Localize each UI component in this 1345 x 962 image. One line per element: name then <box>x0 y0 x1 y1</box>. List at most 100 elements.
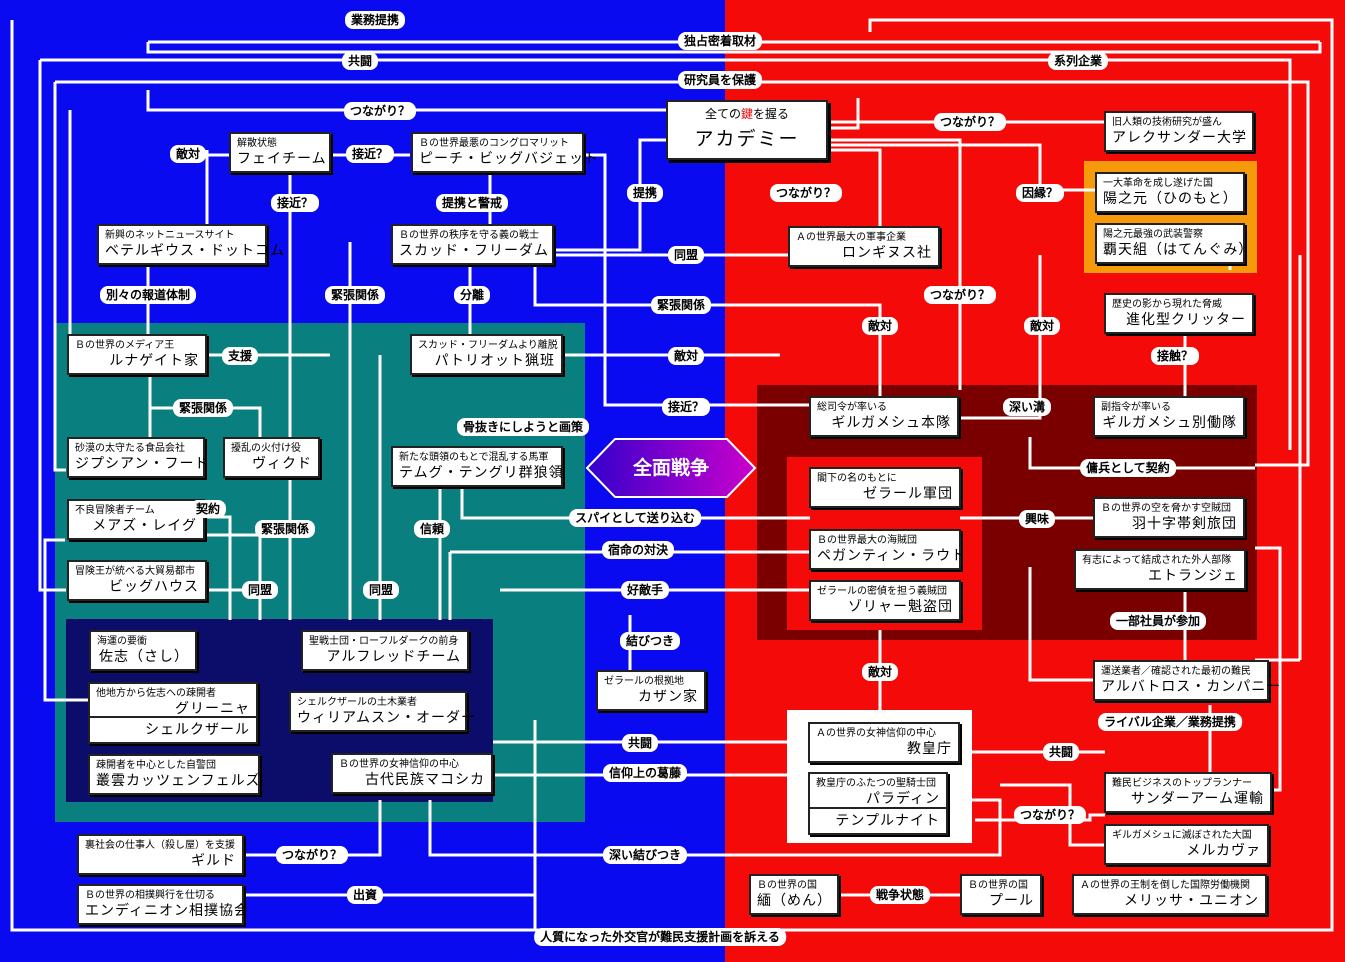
relation-label: 共闘 <box>341 52 379 70</box>
relation-label: つながり？ <box>769 184 843 202</box>
node-meaz[interactable]: 不良冒険者チームメアズ・レイグ <box>67 499 205 540</box>
node-hajuji[interactable]: Ｂの世界の空を脅かす空賊団羽十字帯剣旅団 <box>1093 497 1245 538</box>
node-description: Ｂの世界の相撲興行を仕切る <box>85 890 215 901</box>
node-name: メリッサ・ユニオン <box>1124 893 1259 909</box>
node-william[interactable]: シェルクザールの土木業者ウィリアムスン・オーダー <box>289 691 477 732</box>
relation-label: 出資 <box>346 886 384 904</box>
node-vicd[interactable]: 擾乱の火付け役ヴィクド <box>223 437 320 478</box>
node-description: Ｂの世界の女神信仰の中心 <box>339 759 459 770</box>
academy-description: 全ての鍵を握る <box>704 107 790 121</box>
node-name: ビッグハウス <box>109 579 199 595</box>
node-description: 聖戦士団・ローフルダークの前身 <box>309 636 459 647</box>
node-big[interactable]: 冒険王が統べる大貿易都市ビッグハウス <box>67 560 207 601</box>
node-name: 教皇庁 <box>907 741 952 757</box>
node-albatros[interactable]: 運送業者／確認された最初の難民アルバトロス・カンパニー <box>1093 660 1280 701</box>
node-description: ゼラールの根拠地 <box>604 676 684 687</box>
node-description: Ｂの世界の空を脅かす空賊団 <box>1101 503 1231 514</box>
relation-label: 深い溝 <box>1002 398 1052 416</box>
node-kyokoucho[interactable]: Ａの世界の女神信仰の中心教皇庁 <box>808 722 960 763</box>
node-etrange[interactable]: 有志によって結成された外人部隊エトランジェ <box>1074 549 1246 590</box>
node-name: 叢雲カッツェンフェルズ <box>96 773 261 789</box>
node-description: 海運の要衝 <box>97 636 147 647</box>
node-kazan[interactable]: ゼラールの根拠地カザン家 <box>596 670 706 711</box>
node-name: エトランジェ <box>1148 568 1238 584</box>
node-endinion[interactable]: Ｂの世界の相撲興行を仕切るエンディニオン相撲協会 <box>77 884 248 925</box>
node-betel[interactable]: 新興のネットニュースサイトベテルギウス・ドットコム <box>97 224 285 265</box>
node-gilbetsu[interactable]: 副指令が率いるギルガメシュ別働隊 <box>1093 396 1245 437</box>
node-hatengumi[interactable]: 陽之元最強の武装警察覇天組（はてんぐみ） <box>1095 223 1254 264</box>
node-merkava[interactable]: ギルガメシュに滅ぼされた大国メルカヴァ <box>1104 824 1269 865</box>
node-description: Ｂの世界のメディア王 <box>75 340 175 351</box>
relation-label: 敵対 <box>169 145 207 163</box>
node-gilgamesh[interactable]: 総司令が率いるギルガメシュ本隊 <box>809 396 959 437</box>
node-description: 有志によって結成された外人部隊 <box>1082 555 1232 566</box>
node-description: 総司令が率いる <box>817 402 887 413</box>
relation-label: つながり？ <box>343 102 417 120</box>
node-name: フェイチーム <box>237 151 327 167</box>
node-hinomoto[interactable]: 一大革命を成し遂げた国陽之元（ひのもと） <box>1095 172 1245 213</box>
node-description: 砂漠の太守たる食品会社 <box>75 443 185 454</box>
node-paladin[interactable]: 教皇庁のふたつの聖騎士団パラディン <box>808 772 948 813</box>
node-description: 冒険王が統べる大貿易都市 <box>75 566 195 577</box>
node-name: 古代民族マコシカ <box>365 772 485 788</box>
node-zolya[interactable]: ゼラールの密偵を担う義賊団ゾリャー魁盗団 <box>809 580 961 621</box>
relation-label: 敵対 <box>861 663 899 681</box>
relation-label: 同盟 <box>241 581 279 599</box>
node-name: ベテルギウス・ドットコム <box>105 243 285 259</box>
node-description: 他地方から佐志への疎開者 <box>96 688 216 699</box>
node-temg[interactable]: 新たな頭領のもとで混乱する馬軍テムグ・テングリ群狼領 <box>391 446 563 487</box>
node-zeral[interactable]: 閣下の名のもとにゼラール軍団 <box>809 467 961 508</box>
node-name: グリーニャ <box>175 701 250 717</box>
node-description: シェルクザールの土木業者 <box>297 697 417 708</box>
node-alfred[interactable]: 聖戦士団・ローフルダークの前身アルフレッドチーム <box>301 630 469 671</box>
node-name: ギルガメシュ別働隊 <box>1102 415 1237 431</box>
total-war-hexagon: 全面戦争 <box>585 437 757 499</box>
relation-label: 契約 <box>189 500 227 518</box>
node-guild[interactable]: 裏社会の仕事人（殺し屋）を支援ギルド <box>77 834 244 875</box>
relation-label: 結びつき <box>619 632 681 650</box>
node-name: ピーチ・ビッグバジェット <box>419 151 599 167</box>
node-zipsian[interactable]: 砂漠の太守たる食品会社ジプシアン・フード <box>67 437 208 478</box>
node-lunagate[interactable]: Ｂの世界のメディア王ルナゲイト家 <box>67 334 207 375</box>
relation-label: 提携と警戒 <box>435 194 509 212</box>
node-name: ウィリアムスン・オーダー <box>297 710 477 726</box>
node-description: Ａの世界の女神信仰の中心 <box>816 728 936 739</box>
node-name: ペガンティン・ラウト <box>817 548 967 564</box>
node-description: Ｂの世界の秩序を守る義の戦士 <box>399 230 539 241</box>
node-peach[interactable]: Ｂの世界最悪のコングロマリットピーチ・ビッグバジェット <box>411 132 599 173</box>
node-pool[interactable]: Ｂの世界の国プール <box>960 874 1042 915</box>
node-sashi[interactable]: 海運の要衝佐志（さし） <box>89 630 197 671</box>
node-templar[interactable]: テンプルナイト <box>808 807 948 835</box>
node-description: Ｂの世界の国 <box>757 880 817 891</box>
node-scud[interactable]: Ｂの世界の秩序を守る義の戦士スカッド・フリーダム <box>391 224 554 265</box>
node-melissa[interactable]: Ａの世界の王制を倒した国際労働機関メリッサ・ユニオン <box>1072 874 1267 915</box>
node-academy[interactable]: 全ての鍵を握る アカデミー <box>666 100 828 160</box>
relation-label: 接触？ <box>1150 347 1200 365</box>
relation-label: 緊張関係 <box>324 286 386 304</box>
node-description: Ｂの世界の国 <box>968 880 1028 891</box>
node-name: ギルド <box>191 853 236 869</box>
node-shelc[interactable]: シェルクザール <box>88 716 258 744</box>
academy-name: アカデミー <box>694 128 800 150</box>
node-kanun[interactable]: 疎開者を中心とした自警団叢雲カッツェンフェルズ <box>88 754 260 795</box>
node-sunder[interactable]: 難民ビジネスのトップランナーサンダーアーム運輸 <box>1104 772 1272 813</box>
node-name: サンダーアーム運輸 <box>1130 791 1264 807</box>
node-makoshika[interactable]: Ｂの世界の女神信仰の中心古代民族マコシカ <box>331 753 493 794</box>
relation-label: 同盟 <box>667 246 705 264</box>
relation-label: つながり？ <box>923 286 997 304</box>
node-description: Ｂの世界最大の海賊団 <box>817 535 917 546</box>
relation-label: 共闘 <box>1042 743 1080 761</box>
node-alexander[interactable]: 旧人類の技術研究が盛んアレクサンダー大学 <box>1104 111 1254 152</box>
node-patriot[interactable]: スカッド・フリーダムより離脱パトリオット猟班 <box>410 334 563 375</box>
node-critter[interactable]: 歴史の影から現れた脅威進化型クリッター <box>1104 293 1254 334</box>
node-name: ヴィクド <box>252 456 312 472</box>
relation-label: つながり？ <box>933 113 1007 131</box>
node-peganti[interactable]: Ｂの世界最大の海賊団ペガンティン・ラウト <box>809 529 967 570</box>
node-faychiem[interactable]: 解散状態フェイチーム <box>229 132 331 173</box>
node-name: アレクサンダー大学 <box>1112 130 1247 146</box>
node-men[interactable]: Ｂの世界の国緬（めん） <box>749 874 839 915</box>
node-description: 新興のネットニュースサイト <box>105 230 235 241</box>
node-name: 覇天組（はてんぐみ） <box>1103 242 1254 258</box>
node-name: テムグ・テングリ群狼領 <box>399 465 564 481</box>
node-longinus[interactable]: Ａの世界最大の軍事企業ロンギヌス社 <box>788 226 940 267</box>
